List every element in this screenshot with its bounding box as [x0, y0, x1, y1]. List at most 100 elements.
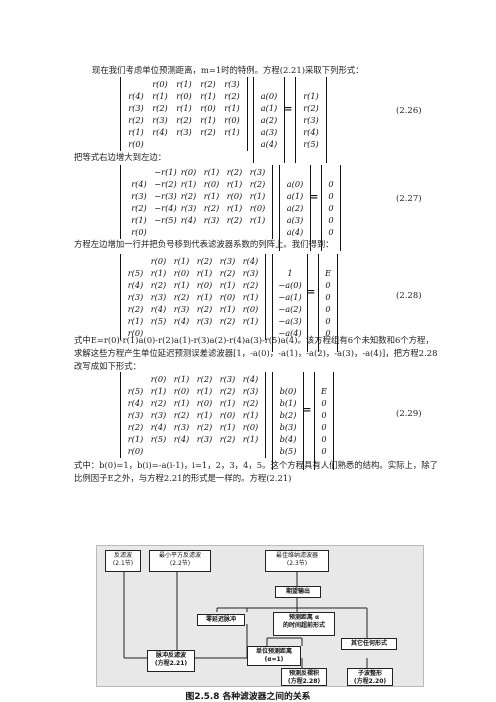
vector-a: a(0)a(1)a(2)a(3)a(4): [253, 77, 285, 163]
matrix-cell: r(0): [127, 446, 144, 456]
matrix-cell: r(2): [203, 203, 220, 213]
box-sublabel: (2.2节): [169, 559, 191, 567]
vector-a: a(0)a(1)a(2)a(3)a(4): [279, 165, 311, 251]
matrix-cell: r(3): [128, 103, 144, 113]
matrix-cell: r(0): [196, 398, 213, 408]
matrix-cell: r(0): [176, 91, 192, 101]
matrix-cell: r(4): [128, 91, 144, 101]
vector-b: b(0)b(1)b(2)b(3)b(4)b(5): [272, 372, 304, 470]
matrix-cell: E: [321, 386, 327, 396]
box-desired-output: 期望输出: [275, 586, 321, 598]
box-other-forms: 其它任何形式: [341, 638, 397, 650]
matrix-cell: a(1): [260, 103, 278, 113]
matrix-cell: r(0): [150, 374, 167, 384]
matrix-cell: r(0): [180, 167, 197, 177]
matrix-cell: r(3): [176, 127, 192, 137]
matrix-cell: r(0): [242, 304, 259, 314]
paragraph-intro: 现在我们考虑单位预测距离，m=1时的特例。方程(2.21)采取下列形式：: [92, 65, 364, 75]
box-sublabel: (方程2.21): [154, 659, 188, 667]
matrix-cell: r(2): [242, 280, 259, 290]
matrix-cell: 0: [328, 215, 334, 225]
matrix-cell: r(0): [173, 386, 190, 396]
matrix-cell: r(1): [219, 422, 236, 432]
equals-sign: =: [284, 104, 293, 115]
matrix-cell: r(0): [200, 103, 216, 113]
matrix-cell: r(2): [200, 127, 216, 137]
matrix-cell: 0: [325, 280, 331, 290]
matrix-cell: r(1): [249, 191, 266, 201]
matrix-cell: r(1): [203, 167, 220, 177]
matrix-cell: b(2): [279, 410, 297, 420]
matrix-cell: r(3): [180, 203, 197, 213]
matrix-cell: r(3): [131, 191, 147, 201]
matrix-cell: r(3): [173, 422, 190, 432]
box-label: 子波整形: [357, 670, 382, 677]
matrix-cell: r(2): [219, 386, 236, 396]
matrix-cell: r(0): [152, 79, 168, 89]
box-label: 预测反褶积: [288, 670, 319, 677]
matrix-cell: r(2): [196, 374, 213, 384]
matrix-cell: r(4): [173, 316, 190, 326]
box-wavelet-shaping: 子波整形 (方程2.20): [347, 668, 393, 686]
matrix-cell: −a(1): [278, 292, 302, 302]
matrix-cell: b(1): [279, 398, 297, 408]
matrix-cell: r(4): [152, 127, 168, 137]
box-sublabel: (α=1): [264, 655, 284, 663]
matrix-cell: 0: [328, 179, 334, 189]
matrix-r: r(0)r(1)r(2)r(3)r(4)r(5)r(1)r(0)r(1)r(2)…: [120, 254, 266, 340]
vector-rhs: r(1)r(2)r(3)r(4)r(5): [295, 77, 327, 163]
matrix-cell: r(1): [127, 434, 144, 444]
box-sublabel: (方程2.20): [353, 677, 387, 685]
matrix-cell: r(1): [224, 127, 240, 137]
matrix-cell: a(0): [260, 91, 278, 101]
matrix-cell: r(0): [150, 256, 167, 266]
matrix-cell: r(2): [150, 398, 167, 408]
matrix-cell: r(1): [226, 179, 243, 189]
matrix-cell: r(1): [150, 386, 167, 396]
matrix-cell: r(4): [150, 422, 167, 432]
matrix-cell: r(1): [196, 410, 213, 420]
filter-relationship-diagram: 反滤波 (2.1节) 最小平方反滤波 (2.2节) 最佳维纳滤波器 (2.3节)…: [96, 545, 424, 687]
box-label: 最小平方反滤波: [158, 552, 201, 559]
matrix-cell: r(2): [173, 292, 190, 302]
box-sublabel: (2.3节): [286, 559, 308, 567]
matrix-cell: a(0): [286, 179, 304, 189]
matrix-cell: r(1): [173, 374, 190, 384]
matrix-cell: r(2): [303, 103, 319, 113]
matrix-cell: r(3): [303, 115, 319, 125]
matrix-cell: r(3): [249, 167, 266, 177]
matrix-cell: r(1): [219, 304, 236, 314]
equals-sign: =: [307, 287, 316, 298]
matrix-cell: r(0): [242, 422, 259, 432]
matrix-cell: r(4): [173, 434, 190, 444]
matrix-cell: −a(2): [278, 304, 302, 314]
matrix-cell: r(0): [128, 139, 144, 149]
matrix-cell: r(3): [152, 115, 168, 125]
matrix-cell: b(5): [279, 446, 297, 456]
equation-number: (2.28): [396, 291, 422, 301]
matrix-cell: r(0): [203, 179, 220, 189]
matrix-cell: r(1): [242, 316, 259, 326]
box-label: 单位预测距离: [255, 648, 292, 655]
matrix-cell: r(1): [128, 127, 144, 137]
matrix-cell: r(1): [173, 398, 190, 408]
matrix-cell: b(0): [279, 386, 297, 396]
matrix-cell: r(2): [180, 191, 197, 201]
matrix-cell: r(0): [249, 203, 266, 213]
matrix-cell: b(3): [279, 422, 297, 432]
equation-number: (2.27): [396, 194, 422, 204]
matrix-cell: 0: [321, 434, 327, 444]
matrix-cell: r(1): [150, 268, 167, 278]
matrix-cell: a(4): [286, 227, 304, 237]
box-optimal-wiener-filter: 最佳维纳滤波器 (2.3节): [265, 550, 329, 572]
matrix-cell: r(2): [200, 79, 216, 89]
paragraph-add-row: 方程左边增加一行并把负号移到代表滤波器系数的列阵上。我们得到：: [74, 239, 334, 249]
matrix-cell: r(3): [219, 256, 236, 266]
matrix-cell: r(1): [176, 103, 192, 113]
matrix-cell: 1: [287, 268, 293, 278]
matrix-cell: r(3): [127, 292, 144, 302]
matrix-cell: 0: [328, 227, 334, 237]
